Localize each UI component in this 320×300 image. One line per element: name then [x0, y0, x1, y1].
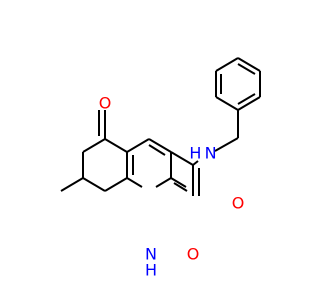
bond-n-c-amide: [192, 160, 199, 166]
bond-lines: [60, 57, 261, 196]
bond-c7-methyl: [60, 177, 84, 192]
bond-ph-double-1: [237, 63, 256, 75]
chemical-structure: O H N O N H O: [60, 57, 261, 280]
atom-o-amide: O: [232, 194, 245, 213]
atom-h-ring: H: [145, 261, 157, 280]
bond-ph-4: [215, 96, 239, 111]
bond-n1-c2: [155, 177, 172, 188]
bond-c7-c8: [82, 177, 106, 192]
atom-labels: O H N O N H O: [99, 94, 245, 280]
bond-c2-o-double: [173, 182, 188, 192]
bond-c5-c6: [82, 138, 106, 153]
atom-n-ring: N: [145, 245, 157, 264]
bond-camide-cring: [170, 151, 194, 166]
bond-ph-double-2: [237, 93, 256, 105]
bond-c4a-c5: [104, 138, 128, 153]
atom-o-lactam: O: [187, 245, 200, 264]
bond-ph-3: [237, 96, 261, 111]
bond-ph-1: [237, 57, 261, 72]
bond-ph-6: [215, 57, 239, 72]
bond-c3-c4-double: [148, 144, 166, 156]
bond-c8-c8a: [104, 177, 128, 192]
atom-n-amide: H N: [189, 144, 216, 163]
atom-o-ketone: O: [99, 94, 112, 113]
bond-c2-o: [170, 177, 187, 188]
bond-c8a-n1: [126, 177, 143, 188]
bond-c4-c4a: [126, 138, 150, 153]
bond-ch2-n: [214, 137, 239, 152]
bond-c3-c4: [148, 138, 172, 153]
